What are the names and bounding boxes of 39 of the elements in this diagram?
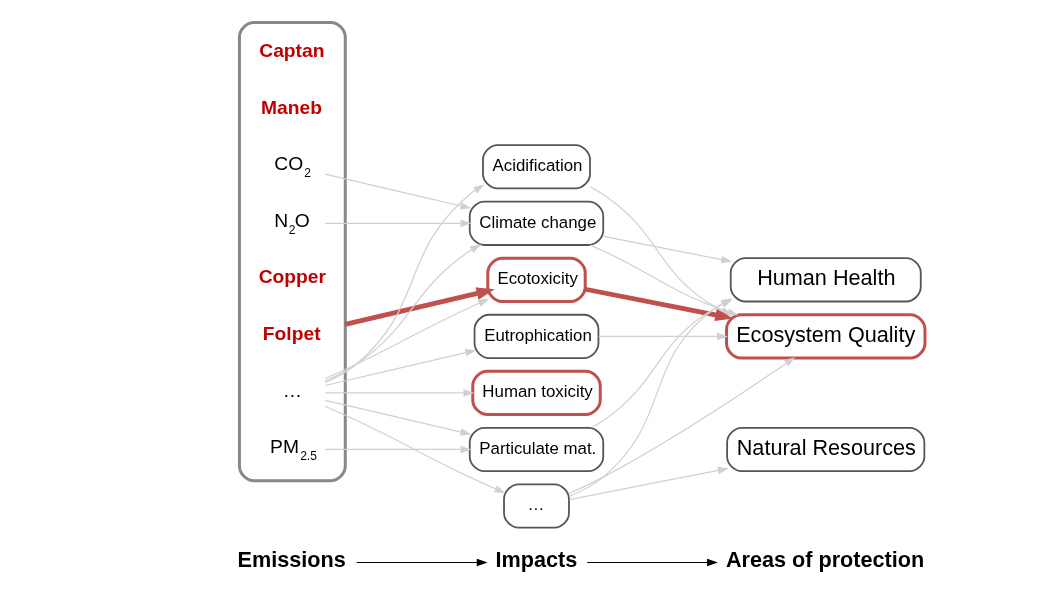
arrow	[586, 558, 718, 567]
node-box: …	[503, 483, 570, 529]
arrow	[324, 298, 490, 380]
node-text: Emissions	[237, 546, 346, 572]
arrow	[324, 173, 472, 210]
arrow	[602, 235, 732, 264]
node-box: Human Health	[729, 257, 922, 303]
node-box: Ecosystem Quality	[725, 313, 927, 360]
arrow	[568, 357, 796, 494]
arrow	[324, 184, 485, 384]
node-box: Eutrophication	[473, 313, 600, 359]
arrow	[324, 349, 477, 387]
arrow	[324, 244, 481, 382]
arrow	[356, 558, 488, 567]
arrow	[344, 287, 495, 327]
arrow	[324, 389, 475, 397]
cluster	[237, 20, 347, 483]
arrow	[324, 219, 472, 228]
node-text: Folpet	[262, 322, 321, 344]
node-text: Maneb	[261, 96, 322, 118]
node-text: CO$_{2}$	[274, 153, 312, 181]
node-text: PM$_{2.5}$	[270, 435, 317, 463]
node-text: Impacts	[495, 546, 578, 572]
node-box: Ecotoxicity	[486, 256, 587, 303]
node-text: Captan	[259, 40, 325, 62]
node-text: …	[282, 380, 302, 402]
node-box: Climate change	[468, 200, 605, 246]
node-text: Areas of protection	[725, 546, 925, 572]
arrow	[568, 466, 729, 501]
arrow	[324, 399, 472, 436]
node-box: Acidification	[482, 144, 591, 190]
arrow	[324, 445, 472, 454]
arrow	[597, 332, 728, 341]
arrow	[324, 405, 506, 494]
node-box: Particulate mat.	[468, 426, 605, 472]
node-box: Natural Resources	[726, 426, 926, 472]
node-box: Human toxicity	[471, 369, 602, 417]
node-text: Copper	[258, 266, 327, 288]
node-text: N$_{2}$O	[274, 209, 310, 237]
